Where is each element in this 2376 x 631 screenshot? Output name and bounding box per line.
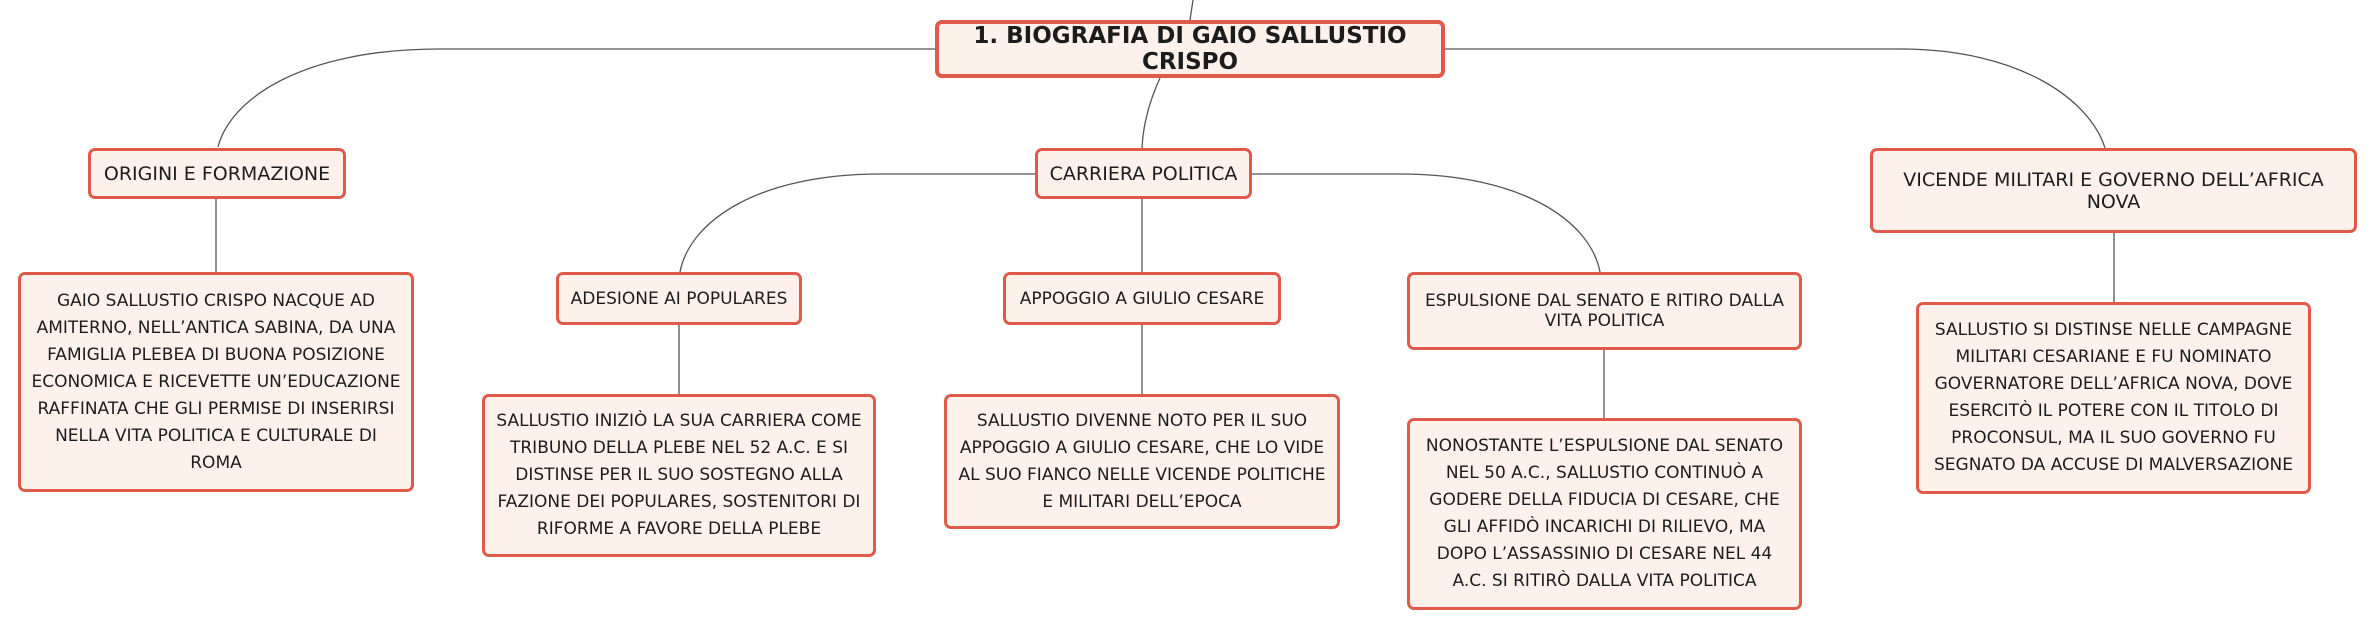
connector-root-vicende <box>1440 48 2106 149</box>
branch-origini-node[interactable]: ORIGINI E FORMAZIONE <box>88 148 346 199</box>
connector-carriera-espulsione <box>1252 173 1601 273</box>
origini-text-node[interactable]: GAIO SALLUSTIO CRISPO NACQUE AD AMITERNO… <box>18 272 414 492</box>
espulsione-text-node[interactable]: NONOSTANTE L’ESPULSIONE DAL SENATO NEL 5… <box>1407 418 1802 610</box>
appoggio-text-node[interactable]: SALLUSTIO DIVENNE NOTO PER IL SUO APPOGG… <box>944 394 1340 529</box>
connector-root-origini <box>217 48 935 148</box>
vicende-text-node[interactable]: SALLUSTIO SI DISTINSE NELLE CAMPAGNE MIL… <box>1916 302 2311 494</box>
appoggio-label: APPOGGIO A GIULIO CESARE <box>1019 288 1265 309</box>
espulsione-node[interactable]: ESPULSIONE DAL SENATO E RITIRO DALLA VIT… <box>1407 272 1802 350</box>
espulsione-text: NONOSTANTE L’ESPULSIONE DAL SENATO NEL 5… <box>1425 436 1784 591</box>
adesione-label: ADESIONE AI POPULARES <box>570 288 788 309</box>
branch-vicende-label: VICENDE MILITARI E GOVERNO DELL’AFRICA N… <box>1903 168 2324 213</box>
branch-origini-label: ORIGINI E FORMAZIONE <box>103 162 331 185</box>
appoggio-text: SALLUSTIO DIVENNE NOTO PER IL SUO APPOGG… <box>958 410 1326 512</box>
vicende-text: SALLUSTIO SI DISTINSE NELLE CAMPAGNE MIL… <box>1933 320 2293 475</box>
origini-text: GAIO SALLUSTIO CRISPO NACQUE AD AMITERNO… <box>31 290 401 473</box>
appoggio-node[interactable]: APPOGGIO A GIULIO CESARE <box>1003 272 1281 325</box>
branch-carriera-label: CARRIERA POLITICA <box>1049 162 1238 185</box>
connector-root-top <box>1189 0 1194 21</box>
adesione-node[interactable]: ADESIONE AI POPULARES <box>556 272 802 325</box>
espulsione-label: ESPULSIONE DAL SENATO E RITIRO DALLA VIT… <box>1424 291 1785 331</box>
branch-vicende-node[interactable]: VICENDE MILITARI E GOVERNO DELL’AFRICA N… <box>1870 148 2357 233</box>
connector-carriera-adesione <box>679 173 1035 273</box>
connector-root-carriera <box>1141 77 1161 149</box>
root-node[interactable]: 1. BIOGRAFIA DI GAIO SALLUSTIO CRISPO <box>935 20 1445 78</box>
branch-carriera-node[interactable]: CARRIERA POLITICA <box>1035 148 1252 199</box>
root-node-label: 1. BIOGRAFIA DI GAIO SALLUSTIO CRISPO <box>973 23 1407 75</box>
adesione-text: SALLUSTIO INIZIÒ LA SUA CARRIERA COME TR… <box>496 411 862 539</box>
adesione-text-node[interactable]: SALLUSTIO INIZIÒ LA SUA CARRIERA COME TR… <box>482 394 876 557</box>
